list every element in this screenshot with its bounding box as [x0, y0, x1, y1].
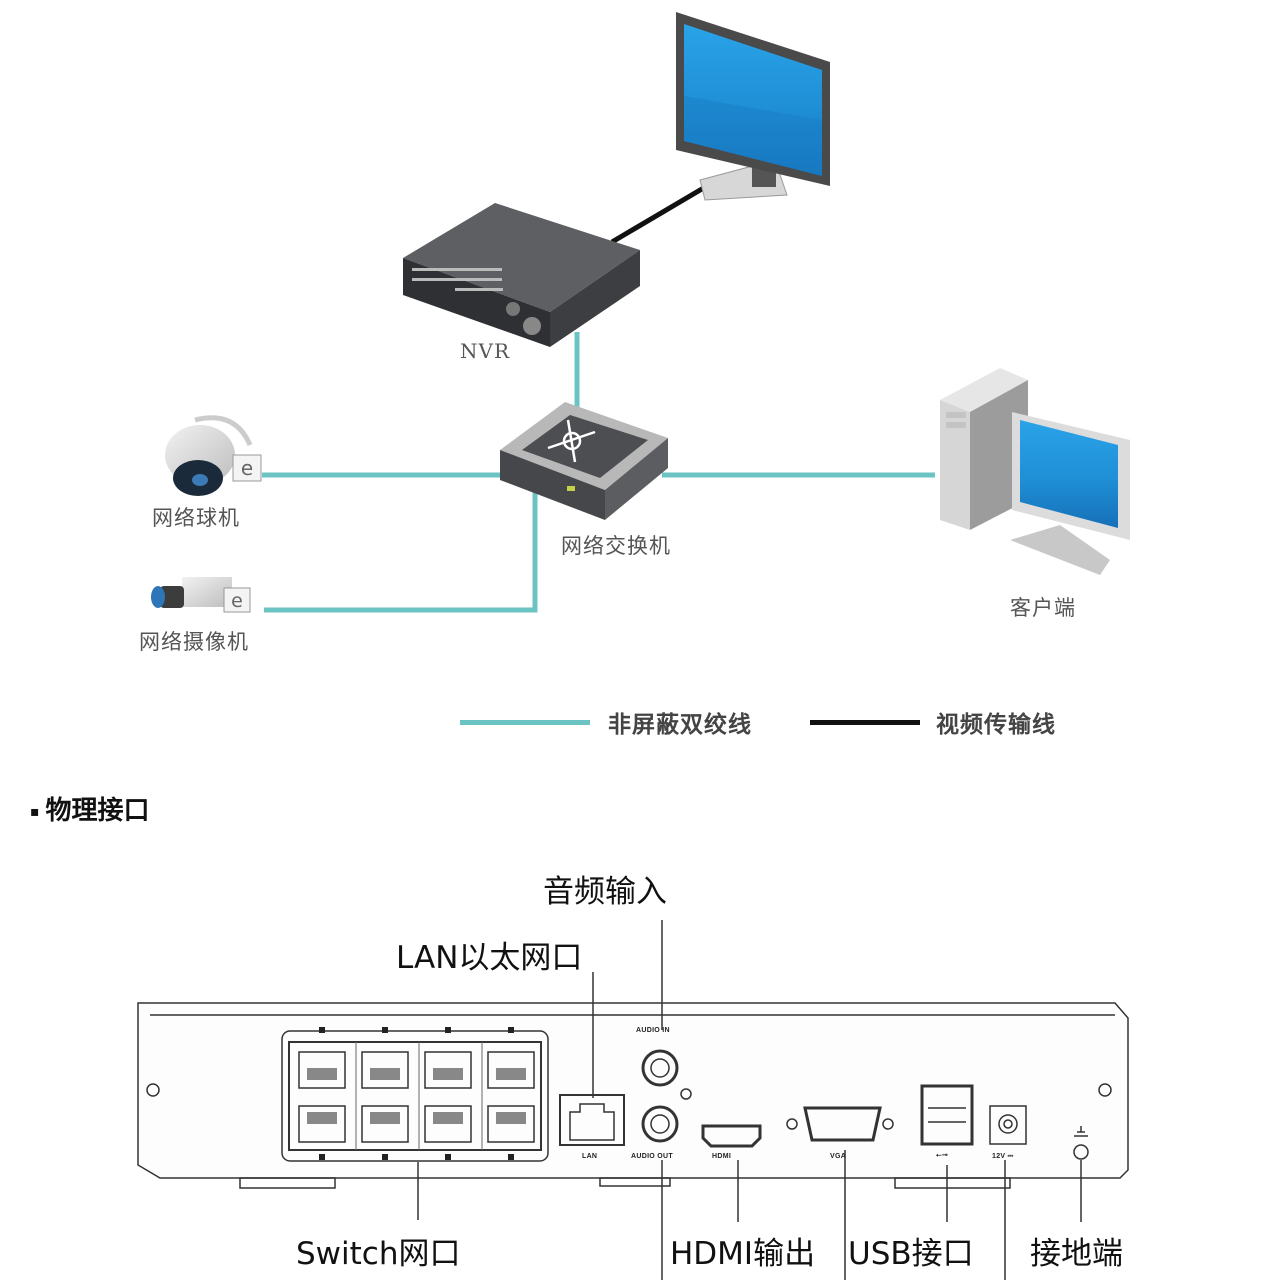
callout-ground: 接地端 [1030, 1236, 1123, 1272]
switch-port-1 [298, 1027, 346, 1089]
svg-text:e: e [241, 456, 253, 480]
switch-port-5 [298, 1105, 346, 1160]
switch-ports [298, 1027, 535, 1160]
switch-port-3 [424, 1027, 472, 1089]
port-label-power: 12V ⎓ [992, 1153, 1014, 1160]
client-label: 客户端 [1010, 596, 1076, 620]
client-pc-icon [940, 368, 1130, 575]
switch-icon [500, 402, 668, 520]
port-number-marker [319, 1027, 325, 1033]
callout-leaders [417, 920, 1082, 1280]
vga-port [803, 1106, 882, 1142]
switch-port-2 [361, 1027, 409, 1089]
box-camera-icon: e [151, 577, 251, 613]
switch-label: 网络交换机 [561, 534, 671, 558]
nvr-label: NVR [460, 339, 511, 363]
dome-camera-icon: e [165, 415, 262, 496]
callout-usb: USB接口 [848, 1236, 974, 1272]
svg-text:e: e [231, 590, 243, 612]
ground-terminal [1073, 1144, 1089, 1160]
switch-port-block [281, 1030, 549, 1162]
usb-port [920, 1084, 974, 1146]
port-number-marker [319, 1154, 325, 1160]
screw-right [1098, 1083, 1112, 1097]
chassis-outline [137, 1002, 1129, 1179]
switch-port-6 [361, 1105, 409, 1160]
port-label-hdmi: HDMI [712, 1153, 732, 1160]
lan-port [559, 1094, 625, 1146]
section-title: 物理接口 [45, 796, 150, 826]
port-label-audio-in: AUDIO IN [636, 1027, 670, 1034]
callout-lan: LAN以太网口 [396, 940, 583, 976]
section-heading: ▪ 物理接口 [30, 790, 150, 827]
foot-right [894, 1177, 1011, 1189]
port-label-lan: LAN [582, 1153, 598, 1160]
power-port [989, 1105, 1027, 1145]
legend-swatch-video [810, 720, 920, 725]
audio-out-jack [641, 1105, 679, 1143]
line-nvr-monitor [610, 180, 714, 245]
legend-label-utp: 非屏蔽双绞线 [608, 711, 752, 738]
audio-in-jack [641, 1049, 679, 1087]
foot-left [239, 1177, 336, 1189]
switch-port-8 [487, 1105, 535, 1160]
line-box-switch [264, 492, 538, 613]
port-label-usb: ⭠⊸ [936, 1152, 949, 1159]
port-number-marker [445, 1027, 451, 1033]
switch-port-7 [424, 1105, 472, 1160]
box-camera-label: 网络摄像机 [139, 630, 249, 654]
port-number-marker [445, 1154, 451, 1160]
callout-audio-in: 音频输入 [543, 874, 667, 910]
legend-swatch-utp [460, 720, 590, 725]
monitor-icon [676, 12, 830, 201]
callout-hdmi: HDMI输出 [670, 1236, 816, 1272]
switch-port-4 [487, 1027, 535, 1089]
hdmi-port [701, 1124, 762, 1148]
section-bullet: ▪ [30, 803, 40, 820]
dome-camera-label: 网络球机 [152, 506, 240, 530]
port-number-marker [508, 1154, 514, 1160]
port-number-marker [382, 1027, 388, 1033]
legend-label-video: 视频传输线 [936, 711, 1056, 738]
port-number-marker [382, 1154, 388, 1160]
port-label-audio-out: AUDIO OUT [631, 1153, 673, 1160]
nvr-icon [403, 203, 640, 347]
port-number-marker [508, 1027, 514, 1033]
port-label-vga: VGA [830, 1153, 847, 1160]
screw-left [146, 1083, 160, 1097]
callout-switch: Switch网口 [296, 1236, 461, 1272]
foot-center [599, 1177, 671, 1187]
utp-connections [262, 332, 935, 613]
